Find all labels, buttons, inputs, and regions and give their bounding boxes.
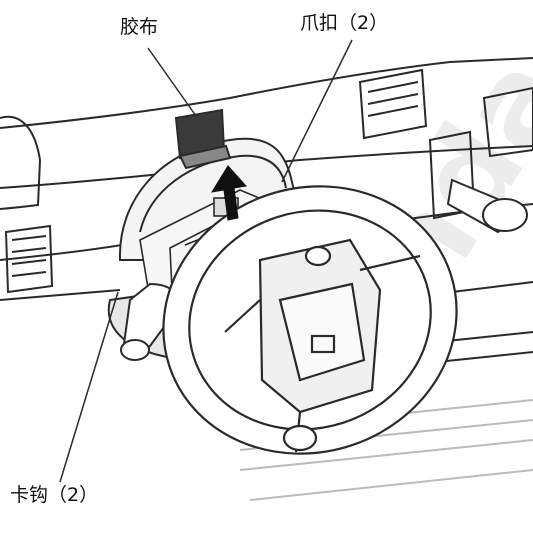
label-hooks: 卡钩（2） [10, 484, 99, 506]
label-claw-clips: 爪扣（2） [300, 12, 389, 34]
right-air-vent [358, 68, 533, 158]
leader-lines [59, 39, 353, 483]
tape [174, 108, 232, 170]
steering-wheel [162, 185, 458, 455]
removal-arrow [210, 165, 247, 221]
label-tape: 胶布 [120, 16, 159, 38]
left-stalk [120, 282, 180, 361]
left-air-vent [0, 115, 54, 294]
right-lever [428, 130, 528, 234]
